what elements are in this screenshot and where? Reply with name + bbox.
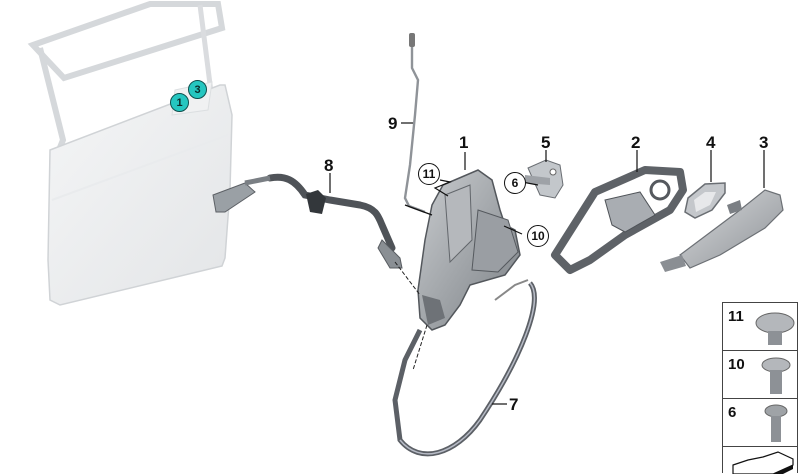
countersunk-screw-icon (764, 404, 788, 442)
handle-carrier (551, 166, 687, 274)
handle-cap (684, 182, 726, 219)
fastener-cell-6: 6 (722, 398, 798, 446)
door-badge-3: 3 (188, 80, 207, 99)
fastener-panel: 11 10 6 (722, 302, 800, 474)
circled-callout-6: 6 (504, 172, 526, 194)
circled-callout-10: 10 (527, 225, 549, 247)
callout-8: 8 (324, 156, 334, 175)
callout-5: 5 (541, 133, 551, 152)
fastener-label-11: 11 (728, 308, 744, 325)
callout-2: 2 (631, 133, 641, 152)
fastener-label-6: 6 (728, 404, 737, 421)
shim-icon (732, 451, 794, 474)
fastener-cell-11: 11 (722, 302, 798, 350)
callout-1: 1 (459, 133, 469, 152)
callout-3: 3 (759, 133, 769, 152)
circled-callout-11: 11 (418, 163, 440, 185)
fastener-label-10: 10 (728, 356, 745, 373)
large-head-screw-icon (755, 312, 795, 345)
leader-lines (329, 122, 765, 405)
locking-rod (403, 33, 426, 214)
callout-4: 4 (706, 133, 716, 152)
rear-door (27, 0, 233, 306)
door-badge-1: 1 (170, 93, 189, 112)
bowden-cable (392, 279, 537, 457)
fastener-cell-extra (722, 446, 798, 474)
callout-9: 9 (388, 114, 398, 133)
callout-7: 7 (509, 395, 519, 414)
fastener-cell-10: 10 (722, 350, 798, 398)
door-lock (417, 169, 521, 331)
assembly-lines (394, 261, 428, 371)
striker (525, 159, 564, 199)
torx-screw-icon (761, 357, 791, 394)
wiring-harness (212, 173, 403, 269)
outer-handle (660, 189, 784, 272)
